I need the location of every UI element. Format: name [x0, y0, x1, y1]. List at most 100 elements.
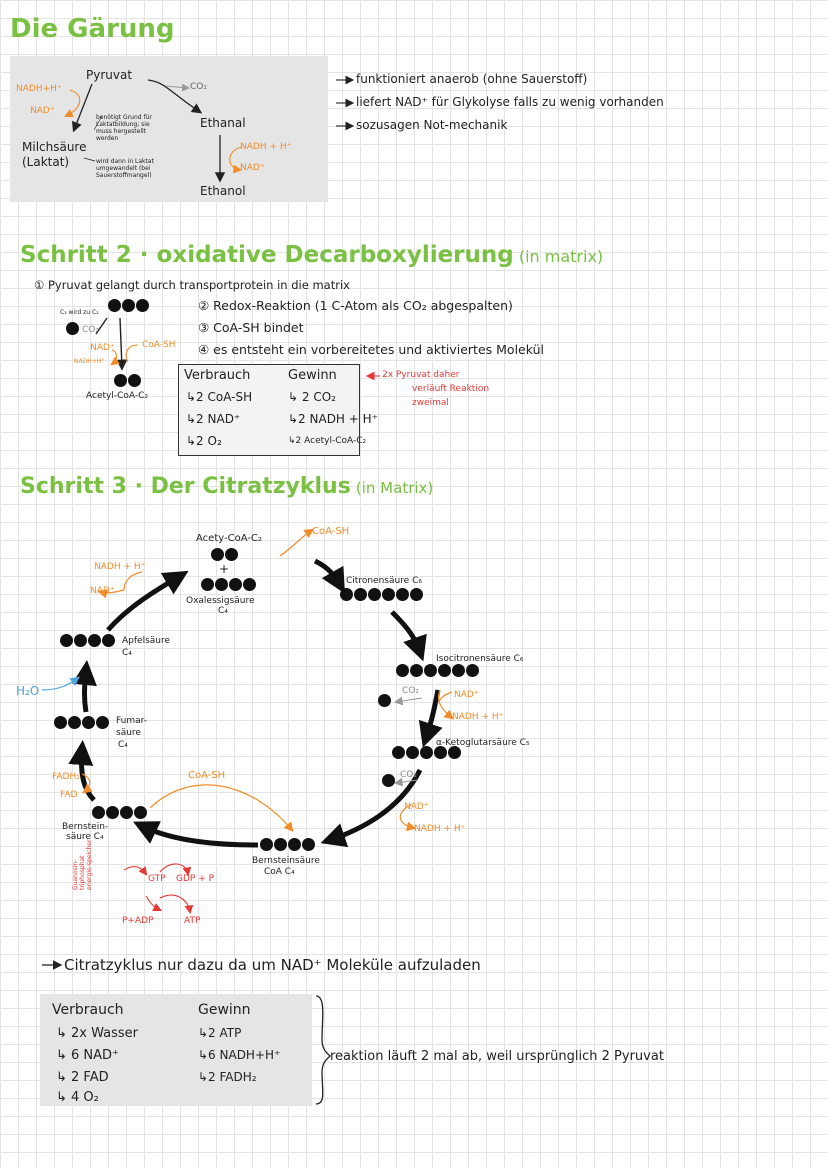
co2-carbon-dot	[66, 322, 79, 335]
page-title: Die Gärung	[10, 14, 175, 44]
step3-title: Schritt 3 · Der Citratzyklus	[20, 474, 351, 499]
cycle-padp-label: P+ADP	[122, 916, 154, 926]
cycle-citronen-molecule	[340, 588, 423, 601]
cycle-nadh-label-1: NADH + H⁺	[452, 712, 504, 722]
step2-heading: Schritt 2 · oxidative Decarboxylierung (…	[20, 242, 603, 268]
step2-table-left-2: ↳2 NAD⁺	[186, 412, 241, 426]
nadh-label: NADH+H⁺	[16, 84, 62, 94]
step2-coa-label: CoA-SH	[142, 340, 176, 350]
fermentation-bullet-1: funktioniert anaerob (ohne Sauerstoff)	[356, 72, 588, 86]
cycle-oxal-c: C₄	[218, 606, 228, 616]
cycle-acetyl-molecule	[211, 548, 238, 561]
cycle-plus: +	[219, 562, 230, 576]
step3-table-right-3: ↳2 FADH₂	[198, 1070, 257, 1084]
cycle-nad-label-2: NAD⁺	[404, 802, 429, 812]
cycle-bernstein-coa-c: CoA C₄	[264, 867, 295, 877]
step3-heading: Schritt 3 · Der Citratzyklus (in Matrix)	[20, 474, 433, 499]
step2-table-head-right: Gewinn	[288, 368, 337, 383]
cycle-fumar-label-2: säure	[116, 728, 141, 738]
milchsaeure-label: Milchsäure	[22, 140, 87, 154]
laktat-label: (Laktat)	[22, 155, 70, 169]
cycle-fumar-c: C₄	[118, 740, 128, 750]
step2-nadh-label: NADH+H⁺	[74, 358, 105, 365]
step2-side-note-1: 2x Pyruvat daher	[382, 370, 460, 380]
cycle-atp-label: ATP	[184, 916, 201, 926]
pyruvat-molecule-c3	[108, 299, 149, 312]
fermentation-note-small: benötigt Grund für Laktatbildung; sie mu…	[96, 114, 152, 142]
cycle-co2-label-1: CO₂	[402, 686, 419, 696]
cycle-bernstein-coa-label: Bernsteinsäure	[252, 856, 320, 866]
cycle-isocitronen-label: Isocitronensäure C₆	[436, 654, 524, 664]
cycle-oxal-label: Oxalessigsäure	[186, 596, 255, 606]
ethanal-label: Ethanal	[200, 116, 246, 130]
cycle-red-note: Guanosin-triphosphat energie-speicher	[72, 839, 93, 890]
fermentation-diagram	[10, 56, 328, 202]
cycle-apfel-molecule	[60, 634, 115, 647]
c3-c2-note: C₃ wird zu C₂	[60, 309, 99, 316]
step2-balance-table	[178, 364, 360, 456]
cycle-bernstein-coa-molecule	[260, 838, 315, 851]
step2-table-right-1: ↳ 2 CO₂	[288, 390, 336, 404]
step3-table-left-1: ↳ 2x Wasser	[56, 1026, 138, 1041]
cycle-keto-molecule	[392, 746, 461, 759]
cycle-fumar-label-1: Fumar-	[116, 716, 148, 726]
nad-label: NAD⁺	[30, 106, 55, 116]
nad-label-2: NAD⁺	[240, 163, 265, 173]
fermentation-bullet-3: sozusagen Not-mechanik	[356, 118, 508, 132]
cycle-fadh2-label: FADH₂	[52, 772, 80, 782]
step2-table-left-3: ↳2 O₂	[186, 434, 222, 448]
step3-balance-table	[40, 994, 312, 1106]
cycle-coa-mid: CoA-SH	[188, 770, 226, 781]
cycle-fad-label: FAD	[60, 790, 78, 800]
citratzyklus-summary: Citratzyklus nur dazu da um NAD⁺ Molekül…	[64, 956, 481, 974]
step2-table-left-1: ↳2 CoA-SH	[186, 390, 253, 404]
nadh-label-2: NADH + H⁺	[240, 142, 292, 152]
acetyl-label: Acetyl-CoA-C₂	[86, 391, 148, 401]
cycle-apfel-label: Apfelsäure	[122, 636, 171, 646]
pyruvat-label: Pyruvat	[86, 68, 133, 82]
step3-table-left-3: ↳ 2 FAD	[56, 1070, 109, 1085]
cycle-co2-label-2: CO₂	[400, 770, 417, 780]
step3-brace-note: reaktion läuft 2 mal ab, weil ursprüngli…	[330, 1049, 664, 1064]
cycle-keto-label: α-Ketoglutarsäure C₅	[436, 738, 530, 748]
cycle-apfel-c: C₄	[122, 648, 132, 658]
cycle-bernstein-label: Bernstein-	[62, 822, 109, 832]
step2-point-1: ① Pyruvat gelangt durch transportprotein…	[34, 278, 350, 292]
co2-label: CO₂	[190, 82, 207, 92]
step3-table-left-2: ↳ 6 NAD⁺	[56, 1048, 119, 1063]
cycle-fumar-molecule	[54, 716, 109, 729]
step3-table-right-2: ↳6 NADH+H⁺	[198, 1048, 281, 1062]
fermentation-note-small-2: wird dann in Laktat umgewandelt (bei Sau…	[96, 158, 154, 179]
cycle-nad-label-1: NAD⁺	[454, 690, 479, 700]
cycle-oxal-molecule	[201, 578, 256, 591]
step2-point-4: ④ es entsteht ein vorbereitetes und akti…	[198, 342, 544, 357]
step3-table-left-4: ↳ 4 O₂	[56, 1090, 99, 1105]
cycle-coa-top: CoA-SH	[312, 526, 350, 537]
cycle-nadh-label-2: NADH + H⁺	[414, 824, 466, 834]
step2-point-2: ② Redox-Reaktion (1 C-Atom als CO₂ abges…	[198, 298, 513, 313]
step2-title-paren: (in matrix)	[518, 247, 604, 266]
cycle-nad-left: NAD⁺	[90, 586, 115, 596]
cycle-gdp-label: GDP + P	[176, 874, 215, 884]
step3-table-head-left: Verbrauch	[52, 1002, 124, 1018]
step2-table-right-3: ↳2 Acetyl-CoA-C₂	[288, 436, 367, 446]
cycle-nadh-left: NADH + H⁺	[94, 562, 146, 572]
cycle-citronen-label: Citronensäure C₆	[346, 576, 422, 586]
step2-table-head-left: Verbrauch	[184, 368, 251, 383]
step3-table-right-1: ↳2 ATP	[198, 1026, 242, 1040]
cycle-co2-dot-1	[378, 694, 391, 707]
cycle-bernstein-molecule	[92, 806, 147, 819]
cycle-isocitronen-molecule	[396, 664, 479, 677]
cycle-bernstein-label-2: säure C₄	[66, 832, 104, 842]
step2-point-3: ③ CoA-SH bindet	[198, 320, 304, 335]
step2-nad-label: NAD⁺	[90, 343, 115, 353]
step2-side-note-3: zweimal	[412, 398, 449, 408]
step3-table-head-right: Gewinn	[198, 1002, 251, 1018]
step2-title: Schritt 2 · oxidative Decarboxylierung	[20, 242, 514, 268]
fermentation-bullet-2: liefert NAD⁺ für Glykolyse falls zu weni…	[356, 95, 664, 109]
ethanol-label: Ethanol	[200, 184, 246, 198]
step2-table-right-2: ↳2 NADH + H⁺	[288, 412, 378, 426]
cycle-gtp-label: GTP	[148, 874, 166, 884]
step3-title-paren: (in Matrix)	[355, 479, 434, 497]
